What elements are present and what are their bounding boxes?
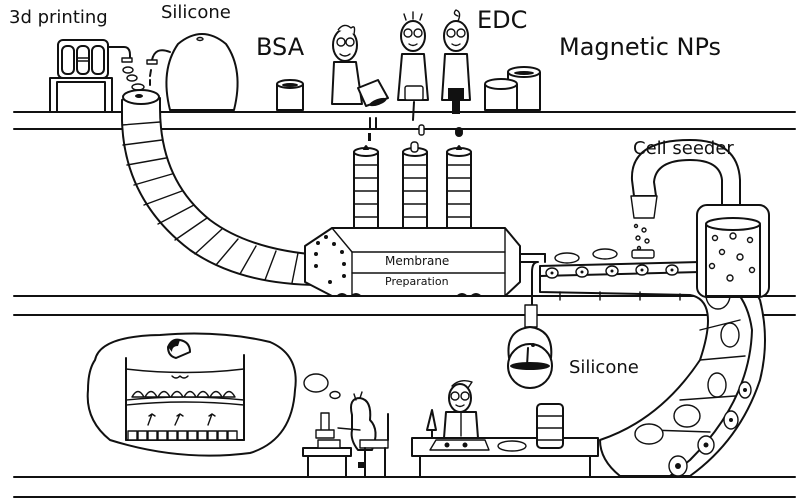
silicone-kettle-icon — [146, 33, 239, 111]
label-bsa: BSA — [256, 33, 305, 61]
scientist-microscope-icon — [302, 391, 389, 478]
drops — [368, 124, 463, 141]
cell-seeder-icon — [630, 139, 770, 298]
column-2 — [402, 141, 428, 233]
label-preparation: Preparation — [385, 275, 449, 288]
flexible-tube-left — [121, 89, 321, 286]
3d-printer-icon — [49, 39, 145, 113]
beakers-magnetic-nps-icon — [484, 66, 541, 111]
thought-bubble-icon — [86, 332, 341, 457]
membrane-reactor-icon — [304, 227, 546, 321]
label-membrane: Membrane — [385, 254, 450, 268]
label-cell-seeder: Cell seeder — [633, 138, 734, 159]
scientist-edc-left-icon — [397, 11, 429, 121]
silicone-bowl-icon — [507, 304, 553, 389]
columns-icon — [353, 141, 472, 233]
label-edc: EDC — [477, 6, 528, 34]
scientist-bsa-icon — [331, 24, 389, 129]
label-3d-printing: 3d printing — [9, 7, 108, 28]
label-silicone-bottom: Silicone — [569, 357, 639, 378]
column-3 — [446, 145, 472, 233]
column-1 — [353, 145, 379, 233]
label-silicone-top: Silicone — [161, 2, 231, 23]
beaker-bsa-icon — [276, 79, 304, 111]
scientist-table-icon — [411, 379, 599, 478]
label-magnetic-nps: Magnetic NPs — [559, 33, 722, 61]
scientist-edc-right-icon — [441, 9, 471, 137]
